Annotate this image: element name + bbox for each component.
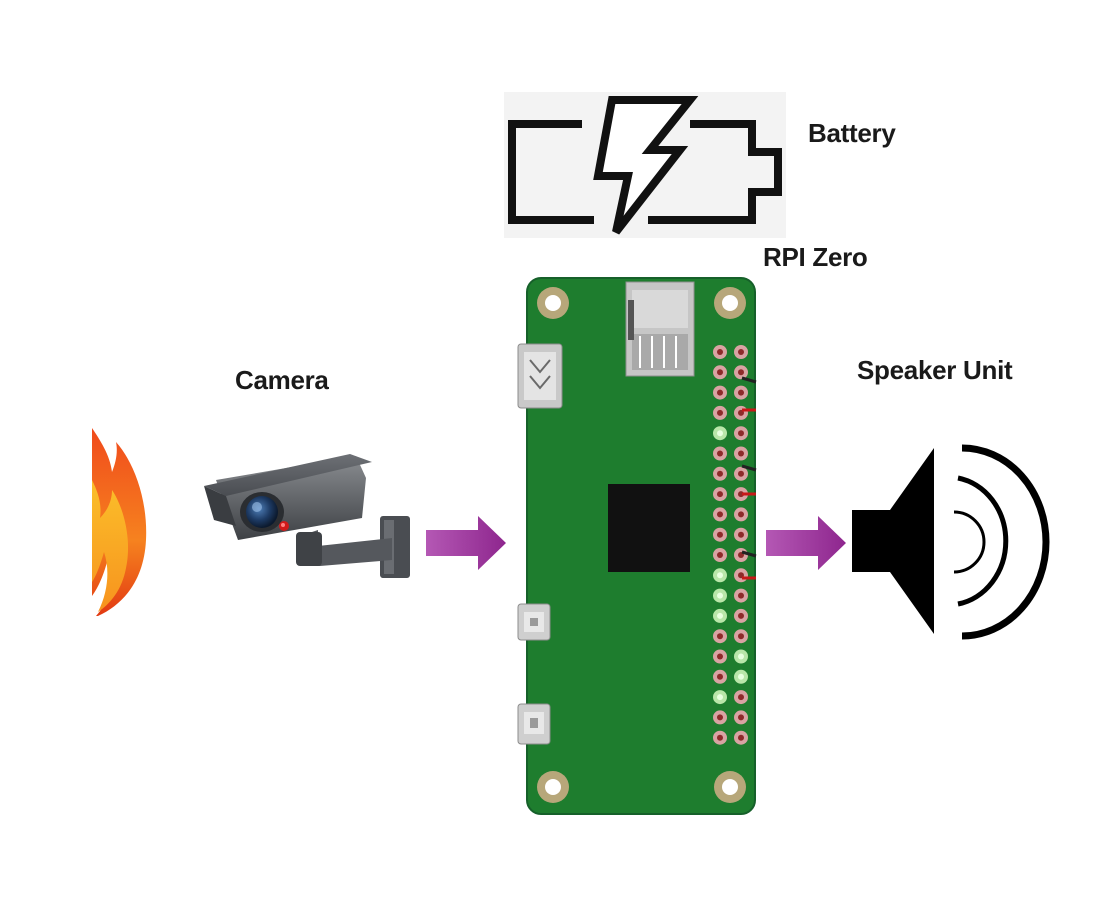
arrow-rpi-to-speaker	[766, 516, 846, 570]
gpio-pin-hole	[738, 673, 744, 680]
gpio-pin-hole	[738, 592, 744, 599]
battery-label: Battery	[808, 118, 896, 148]
flame-icon	[92, 428, 147, 616]
soc-chip	[608, 484, 690, 572]
gpio-pin-hole	[717, 349, 723, 355]
gpio-pin-hole	[717, 612, 723, 619]
gpio-pin-hole	[717, 673, 723, 680]
gpio-pin-hole	[738, 511, 744, 518]
gpio-pin-hole	[717, 389, 723, 396]
gpio-pin-hole	[738, 633, 744, 640]
sd-card-slot	[625, 281, 695, 377]
gpio-pin-hole	[717, 572, 723, 579]
gpio-pin-hole	[717, 511, 723, 518]
micro-usb-power-port	[517, 703, 551, 745]
gpio-pin-hole	[738, 470, 744, 477]
gpio-pin-hole	[738, 531, 744, 538]
gpio-pin-hole	[738, 430, 744, 437]
gpio-wires	[741, 376, 757, 580]
speaker-unit-label: Speaker Unit	[857, 355, 1013, 385]
gpio-pin-hole	[717, 491, 723, 498]
arrow-camera-to-rpi	[426, 516, 506, 570]
gpio-pin-hole	[738, 734, 744, 741]
gpio-pin-hole	[738, 612, 744, 619]
rpi-zero-label: RPI Zero	[763, 242, 868, 272]
speaker-icon	[852, 444, 1050, 640]
gpio-pin-hole	[717, 430, 723, 437]
gpio-pin-hole	[717, 552, 723, 558]
gpio-pin-hole	[717, 653, 723, 660]
gpio-pin-hole	[738, 389, 744, 396]
gpio-pin-hole	[717, 369, 723, 376]
gpio-pin-hole	[717, 450, 723, 457]
gpio-pin-hole	[738, 349, 744, 355]
mini-hdmi-port	[517, 343, 563, 409]
gpio-pin-hole	[717, 714, 723, 721]
camera-label: Camera	[235, 365, 329, 395]
gpio-pin-hole	[738, 653, 744, 660]
gpio-pin-hole	[738, 450, 744, 457]
gpio-pin-hole	[738, 714, 744, 721]
raspberry-pi-zero-board	[517, 277, 757, 815]
gpio-pin-hole	[717, 734, 723, 741]
gpio-pin-hole	[717, 633, 723, 640]
gpio-pin-hole	[717, 694, 723, 701]
micro-usb-port	[517, 603, 551, 641]
gpio-pin-hole	[738, 694, 744, 701]
gpio-pin-hole	[738, 369, 744, 376]
battery-charging-icon	[504, 92, 786, 238]
mounting-holes	[537, 287, 746, 803]
gpio-pin-hole	[717, 592, 723, 599]
gpio-pin-hole	[717, 409, 723, 416]
gpio-pin-hole	[717, 531, 723, 538]
security-camera-icon	[204, 454, 410, 578]
gpio-pin-hole	[717, 470, 723, 477]
